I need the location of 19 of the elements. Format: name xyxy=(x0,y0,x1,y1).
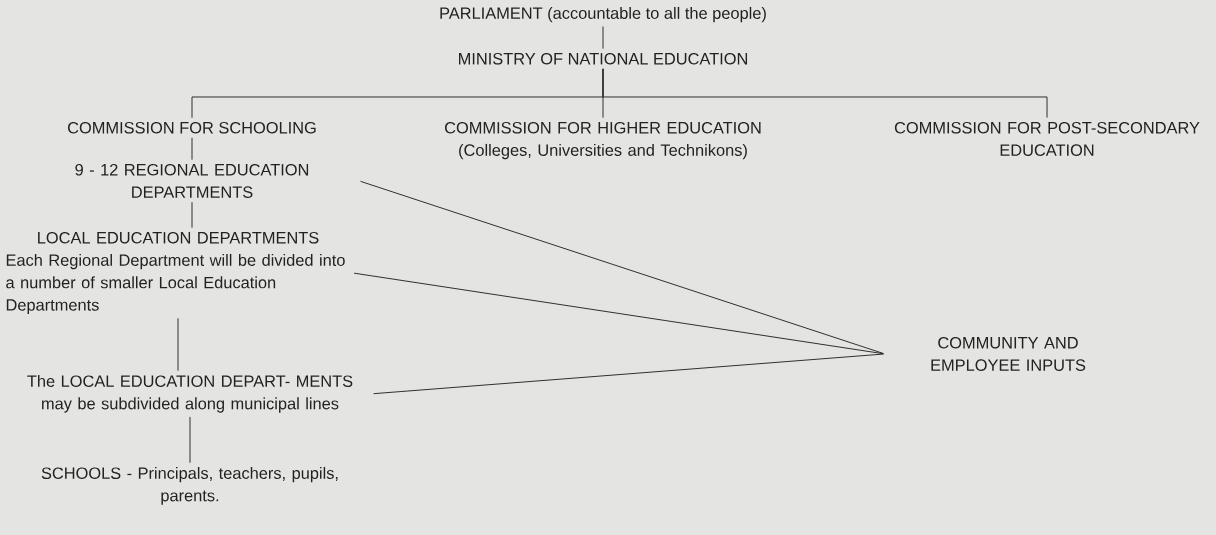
connector-line xyxy=(191,201,193,229)
org-unit-label: COMMISSION FOR HIGHER EDUCATION (Colleges, Universities and Technikons) xyxy=(445,121,761,160)
org-unit-description: LOCAL EDUCATION DEPARTMENTS Each Regional Department will be divided into a number of smaller Local Education Departments xyxy=(6,231,345,314)
org-unit-label: COMMISSION FOR POST-SECONDARY EDUCATION xyxy=(894,121,1200,156)
bracket-connector xyxy=(602,68,1048,119)
connector-line xyxy=(189,416,191,464)
org-unit-label: The LOCAL EDUCATION DEPART- MENTS may be subdivided along municipal lines xyxy=(27,374,353,413)
org-unit-label: MINISTRY OF NATIONAL EDUCATION xyxy=(459,52,747,65)
input-source-label: COMMUNITY AND EMPLOYEE INPUTS xyxy=(931,336,1086,371)
org-unit-label: 9 - 12 REGIONAL EDUCATION DEPARTMENTS xyxy=(75,163,309,198)
org-unit-label: COMMISSION FOR SCHOOLING xyxy=(68,121,316,134)
org-unit-label: PARLIAMENT (accountable to all the people) xyxy=(440,6,766,23)
connector-line xyxy=(177,317,179,372)
connector-line xyxy=(602,26,604,50)
org-unit-label: SCHOOLS - Principals, teachers, pupils, parents. xyxy=(41,466,338,505)
connector-line xyxy=(191,137,193,161)
connector-line xyxy=(353,272,884,355)
connector-line xyxy=(373,353,884,395)
connector-line xyxy=(360,180,884,354)
